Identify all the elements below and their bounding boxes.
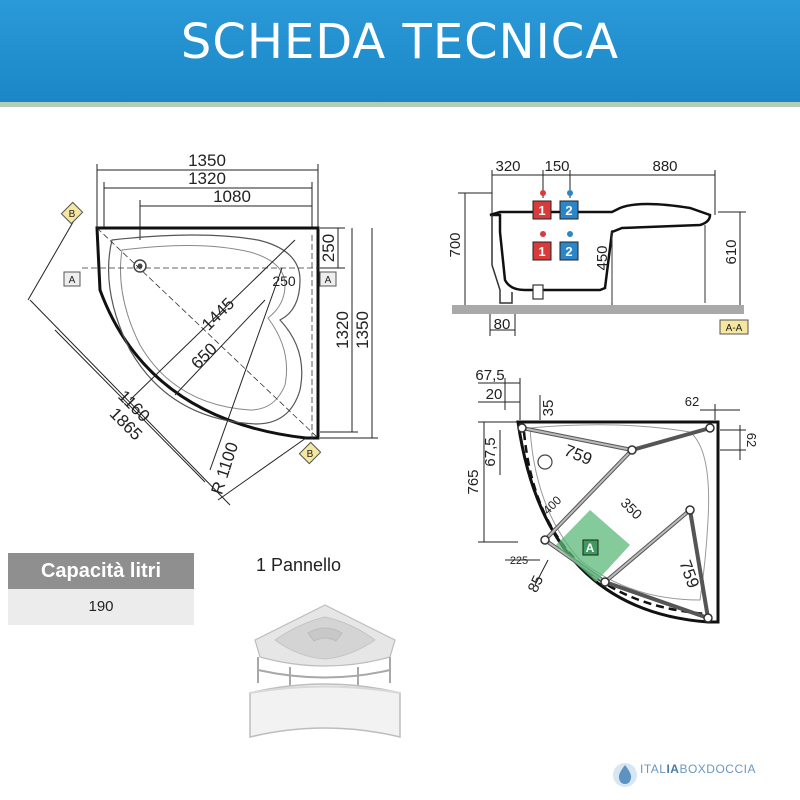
dim-67-5-side: 67,5 (482, 437, 499, 466)
dim-1350-top: 1350 (188, 151, 226, 170)
dim-20: 20 (486, 386, 503, 403)
dim-85: 85 (525, 573, 547, 595)
capacity-value: 190 (8, 589, 194, 625)
dim-67-5-top: 67,5 (475, 367, 504, 384)
dim-320: 320 (495, 158, 520, 175)
tap-1-bottom: 1 (538, 244, 545, 259)
dim-62-side: 62 (744, 433, 759, 447)
dim-250-inner: 250 (272, 273, 296, 289)
marker-a-right: A (325, 275, 332, 286)
dim-765: 765 (465, 469, 482, 494)
header-banner: SCHEDA TECNICA (0, 0, 800, 102)
tap-2-bottom: 2 (565, 244, 572, 259)
dim-350: 350 (618, 495, 646, 523)
dim-880: 880 (652, 158, 677, 175)
dim-r1100: R 1100 (207, 440, 242, 497)
logo-text: ITALIABOXDOCCIA (640, 762, 756, 776)
dim-759-top: 759 (561, 441, 594, 469)
page-title: SCHEDA TECNICA (180, 14, 620, 70)
dim-35: 35 (540, 400, 557, 417)
dim-225: 225 (510, 555, 528, 567)
capacity-box: Capacità litri 190 (8, 553, 194, 625)
dim-150: 150 (544, 158, 569, 175)
dim-650: 650 (187, 339, 220, 372)
dim-450: 450 (594, 245, 611, 270)
dim-1080: 1080 (213, 187, 251, 206)
brand-logo: ITALIABOXDOCCIA (610, 758, 800, 792)
dim-610: 610 (723, 239, 740, 264)
dim-1320-top: 1320 (188, 169, 226, 188)
marker-b-bottom: B (307, 449, 314, 460)
area-a-label: A (586, 541, 595, 555)
frame-drain-icon (537, 454, 553, 470)
dim-1445: 1445 (198, 294, 238, 334)
frame-view-drawing: A 67,5 20 35 62 62 67,5 765 759 400 350 … (465, 367, 759, 624)
section-label: A-A (726, 323, 743, 334)
tap-2-top: 2 (565, 203, 572, 218)
dim-1350-side: 1350 (353, 311, 372, 349)
panel-illustration (249, 604, 401, 738)
dim-1320-side: 1320 (333, 311, 352, 349)
tub-section-outline (489, 202, 712, 292)
section-view-drawing: 1 2 1 2 320 150 880 700 450 610 80 A-A (447, 158, 749, 336)
panel-label: 1 Pannello (256, 555, 342, 575)
header-strip (0, 102, 800, 107)
dim-700: 700 (447, 232, 464, 257)
dim-80: 80 (494, 316, 511, 333)
dim-62-top: 62 (685, 394, 699, 409)
marker-b-top: B (69, 209, 76, 220)
top-view-drawing: B A A B 1350 1320 1080 250 250 1320 1350… (27, 151, 378, 506)
marker-a-left: A (69, 275, 76, 286)
dim-250-right: 250 (319, 234, 338, 262)
capacity-label: Capacità litri (8, 553, 194, 589)
tub-basin (107, 234, 303, 425)
tap-1-top: 1 (538, 203, 545, 218)
water-drop-icon (613, 763, 637, 787)
